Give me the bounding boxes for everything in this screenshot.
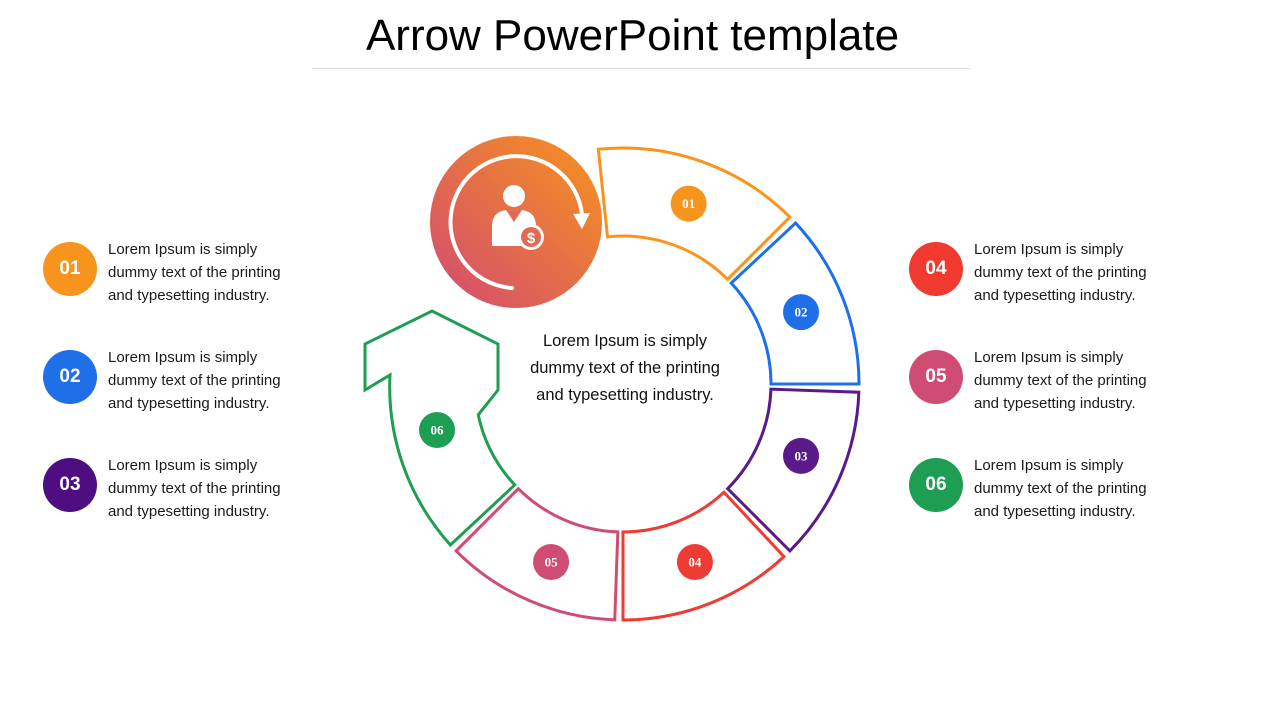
- list-item-02: 02 Lorem Ipsum is simply dummy text of t…: [43, 349, 303, 430]
- number-badge-04: 04: [909, 242, 963, 296]
- item-description: Lorem Ipsum is simply dummy text of the …: [108, 241, 281, 304]
- segment-badge-03: [783, 437, 820, 474]
- segment-badge-04: [676, 544, 713, 581]
- segment-label-01: 01: [682, 196, 695, 211]
- number-badge-01: 01: [43, 242, 97, 296]
- number-badge-02: 02: [43, 350, 97, 404]
- number-badge-05: 05: [909, 350, 963, 404]
- cycle-arc-icon: [448, 154, 584, 290]
- item-description: Lorem Ipsum is simply dummy text of the …: [974, 457, 1147, 520]
- list-item-06: 06 Lorem Ipsum is simply dummy text of t…: [909, 457, 1169, 538]
- segment-badge-05: [533, 544, 570, 581]
- item-description: Lorem Ipsum is simply dummy text of the …: [108, 349, 281, 412]
- segment-label-03: 03: [795, 448, 809, 463]
- number-badge-06: 06: [909, 458, 963, 512]
- segment-label-05: 05: [545, 555, 559, 570]
- page-title: Arrow PowerPoint template: [365, 11, 900, 60]
- list-item-05: 05 Lorem Ipsum is simply dummy text of t…: [909, 349, 1169, 430]
- arrow-head-icon: [573, 213, 590, 229]
- hub-circle: $: [430, 136, 602, 308]
- item-description: Lorem Ipsum is simply dummy text of the …: [974, 241, 1147, 304]
- cycle-segments: 01 02 03 04 05 06: [363, 146, 861, 622]
- item-description: Lorem Ipsum is simply dummy text of the …: [108, 457, 281, 520]
- segment-label-04: 04: [688, 555, 702, 570]
- svg-text:$: $: [527, 230, 536, 247]
- title-divider: [312, 68, 970, 69]
- center-description: Lorem Ipsum is simply dummy text of the …: [530, 332, 720, 404]
- segment-label-06: 06: [431, 423, 445, 438]
- item-description: Lorem Ipsum is simply dummy text of the …: [974, 349, 1147, 412]
- list-item-04: 04 Lorem Ipsum is simply dummy text of t…: [909, 241, 1169, 322]
- person-money-cycle-icon: $: [492, 185, 544, 250]
- list-item-03: 03 Lorem Ipsum is simply dummy text of t…: [43, 457, 303, 538]
- segment-badge-01: [670, 185, 707, 222]
- segment-label-02: 02: [795, 305, 808, 320]
- segment-badge-06: [419, 412, 455, 448]
- list-item-01: 01 Lorem Ipsum is simply dummy text of t…: [43, 241, 303, 322]
- number-badge-03: 03: [43, 458, 97, 512]
- segment-badge-02: [783, 294, 820, 331]
